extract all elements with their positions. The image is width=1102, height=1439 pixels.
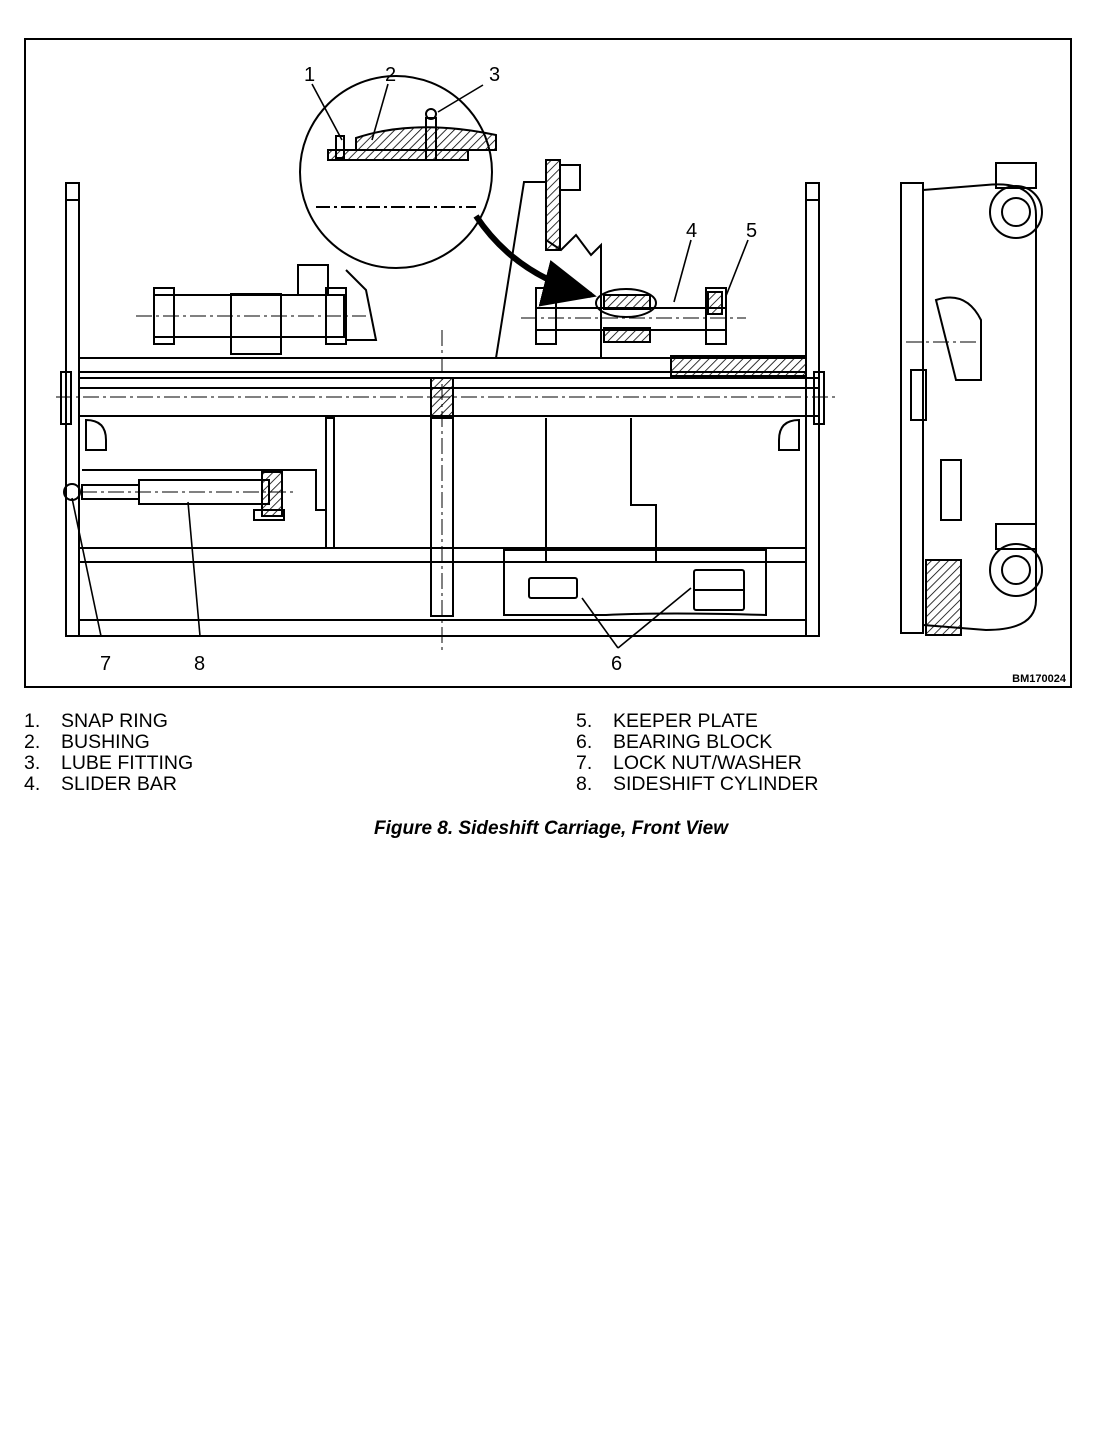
detail-balloon	[299, 75, 493, 269]
lower-roller	[989, 543, 1043, 597]
right-upright	[805, 182, 820, 637]
callout-1: 1	[304, 64, 315, 86]
callout-7: 7	[100, 653, 111, 675]
legend-label: BEARING BLOCK	[613, 731, 773, 753]
sideshift-carriage-drawing: 1 2 3 4 5 6 7 8 BM170024	[56, 64, 1067, 685]
legend-number: 8.	[576, 773, 593, 795]
legend-item: 3. LUBE FITTING	[24, 753, 193, 774]
callout-4: 4	[686, 220, 697, 242]
figure-caption: Figure 8. Sideshift Carriage, Front View	[373, 818, 729, 839]
legend-item: 8. SIDESHIFT CYLINDER	[576, 774, 819, 795]
keeper-plate	[707, 291, 723, 315]
legend-item: 7. LOCK NUT/WASHER	[576, 753, 819, 774]
left-upright	[65, 182, 80, 637]
legend-label: SLIDER BAR	[61, 773, 177, 795]
legend-item: 6. BEARING BLOCK	[576, 732, 819, 753]
legend-label: LUBE FITTING	[61, 752, 194, 774]
right-end-plate	[813, 371, 825, 425]
figure-id-label: BM170024	[1012, 673, 1067, 685]
callout-2: 2	[385, 64, 396, 86]
callout-5: 5	[746, 220, 757, 242]
legend-label: BUSHING	[61, 731, 150, 753]
legend-label: LOCK NUT/WASHER	[613, 752, 802, 774]
legend-item: 2. BUSHING	[24, 732, 193, 753]
legend-number: 7.	[576, 752, 593, 774]
slider-bar	[535, 307, 727, 331]
legend-item: 1. SNAP RING	[24, 711, 193, 732]
legend-label: SNAP RING	[61, 710, 168, 732]
legend-number: 6.	[576, 731, 593, 753]
callout-8: 8	[194, 653, 205, 675]
side-view-upright	[900, 182, 924, 634]
legend-label: KEEPER PLATE	[613, 710, 758, 732]
legend-number: 2.	[24, 731, 41, 753]
legend-number: 1.	[24, 710, 41, 732]
left-end-plate	[60, 371, 72, 425]
legend-number: 3.	[24, 752, 41, 774]
legend-number: 5.	[576, 710, 593, 732]
callout-6: 6	[611, 653, 622, 675]
legend-right: 5. KEEPER PLATE 6. BEARING BLOCK 7. LOCK…	[576, 711, 819, 795]
legend-item: 4. SLIDER BAR	[24, 774, 193, 795]
lube-fitting	[425, 108, 437, 120]
callout-3: 3	[489, 64, 500, 86]
legend-label: SIDESHIFT CYLINDER	[613, 773, 819, 795]
legend-item: 5. KEEPER PLATE	[576, 711, 819, 732]
legend-number: 4.	[24, 773, 41, 795]
legend-left: 1. SNAP RING 2. BUSHING 3. LUBE FITTING …	[24, 711, 193, 795]
upper-roller	[989, 185, 1043, 239]
figure-frame: 1 2 3 4 5 6 7 8 BM170024	[24, 38, 1072, 688]
bearing-block-small	[528, 577, 578, 599]
carriage-body	[545, 418, 657, 563]
